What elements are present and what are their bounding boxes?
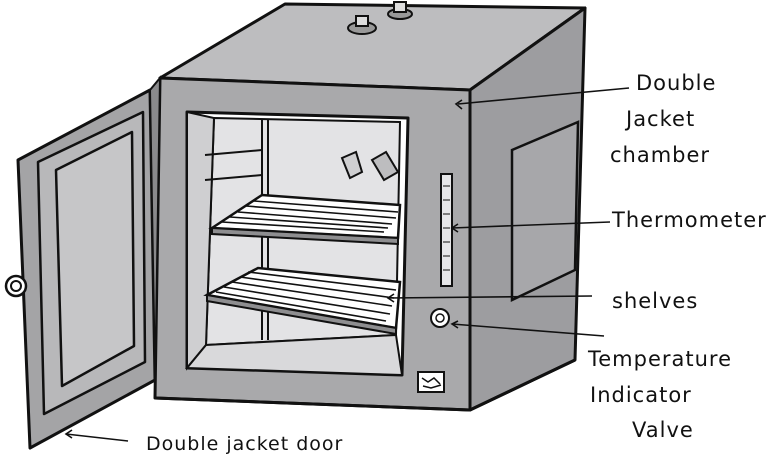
temperature-indicator-valve <box>430 308 450 328</box>
inner-vent-flaps <box>340 150 400 182</box>
pointer-thermometer-arrow <box>450 223 459 233</box>
door-glass-panel <box>54 130 136 388</box>
pointer-door <box>65 433 129 442</box>
label-double-jacket-door: Double jacket door <box>146 433 344 455</box>
oven-door <box>16 75 162 450</box>
label-double-jacket-chamber-line1: Double <box>636 71 717 95</box>
label-temperature-indicator-valve-line3: Valve <box>632 418 694 442</box>
pointer-door-arrow <box>64 429 73 439</box>
lower-shelf <box>203 266 402 336</box>
door-handle <box>4 274 28 298</box>
pointer-chamber <box>457 87 630 105</box>
label-temperature-indicator-valve-line2: Indicator <box>590 383 692 407</box>
label-double-jacket-chamber-line2: Jacket <box>626 107 696 131</box>
label-thermometer: Thermometer <box>612 208 767 232</box>
pointer-valve-arrow <box>450 320 459 329</box>
label-pointers <box>64 87 630 442</box>
top-vent-knob-right <box>387 1 413 20</box>
control-switch-box <box>417 371 445 393</box>
pointer-thermometer <box>451 221 611 229</box>
label-shelves: shelves <box>612 289 699 313</box>
pointer-shelves <box>387 295 593 299</box>
pointer-valve <box>451 323 605 337</box>
pointer-shelves-arrow <box>386 293 395 303</box>
top-vent-knob-left <box>347 15 377 35</box>
label-double-jacket-chamber-line3: chamber <box>610 143 711 167</box>
side-vent-panel <box>510 120 580 302</box>
label-temperature-indicator-valve-line1: Temperature <box>588 347 733 371</box>
pointer-chamber-arrow <box>454 99 463 110</box>
upper-shelf <box>208 193 402 246</box>
thermometer <box>440 173 453 287</box>
